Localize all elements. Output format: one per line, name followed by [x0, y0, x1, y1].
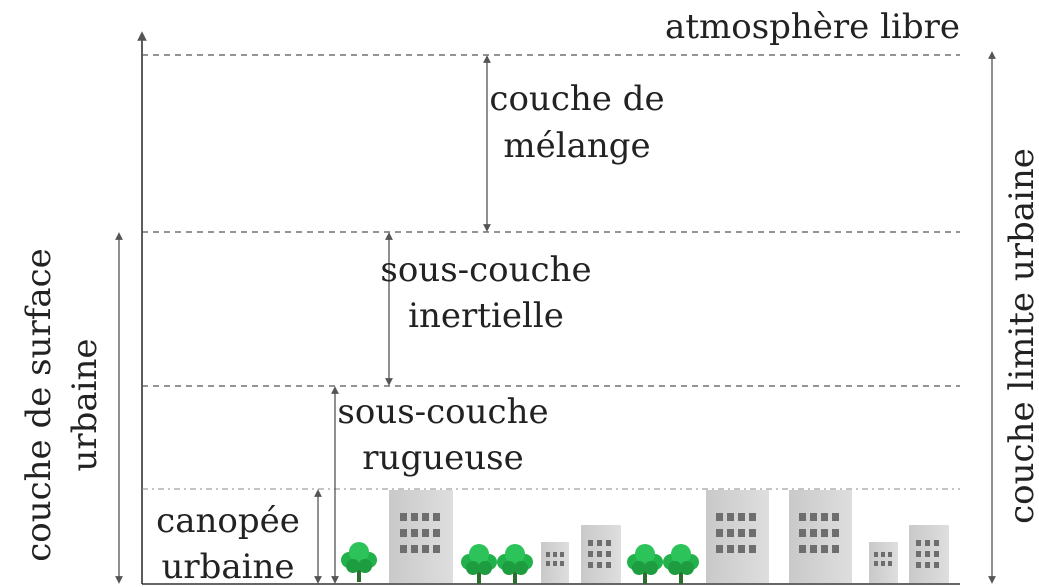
tree-icon [497, 544, 533, 584]
surface-layer-label-line2: urbaine [65, 338, 105, 471]
canopy-label-line1: canopée [156, 501, 300, 541]
inertial-sublayer-label-line2: inertielle [408, 296, 564, 336]
building-icon [789, 490, 852, 583]
building-icon [581, 525, 621, 583]
tree-icon [341, 542, 377, 582]
canopy-label-line2: urbaine [161, 547, 294, 587]
roughness-sublayer-label-line2: rugueuse [362, 438, 523, 478]
mixing-layer-label-line1: couche de [489, 79, 664, 119]
building-icon [909, 525, 949, 583]
boundary-layer-label: couche limite urbaine [1002, 148, 1039, 524]
building-icon [869, 542, 898, 583]
mixing-layer-label-line2: mélange [503, 126, 650, 166]
tree-icon [461, 544, 497, 584]
inertial-sublayer-label-line1: sous-couche [380, 250, 591, 290]
tree-icon [627, 544, 663, 584]
free-atmosphere-label: atmosphère libre [665, 7, 960, 47]
roughness-sublayer-label-line1: sous-couche [337, 392, 548, 432]
tree-icon [663, 544, 699, 584]
building-icon [541, 542, 569, 583]
building-icon [389, 490, 453, 583]
surface-layer-label-line1: couche de surface [19, 248, 59, 562]
building-icon [706, 490, 769, 583]
